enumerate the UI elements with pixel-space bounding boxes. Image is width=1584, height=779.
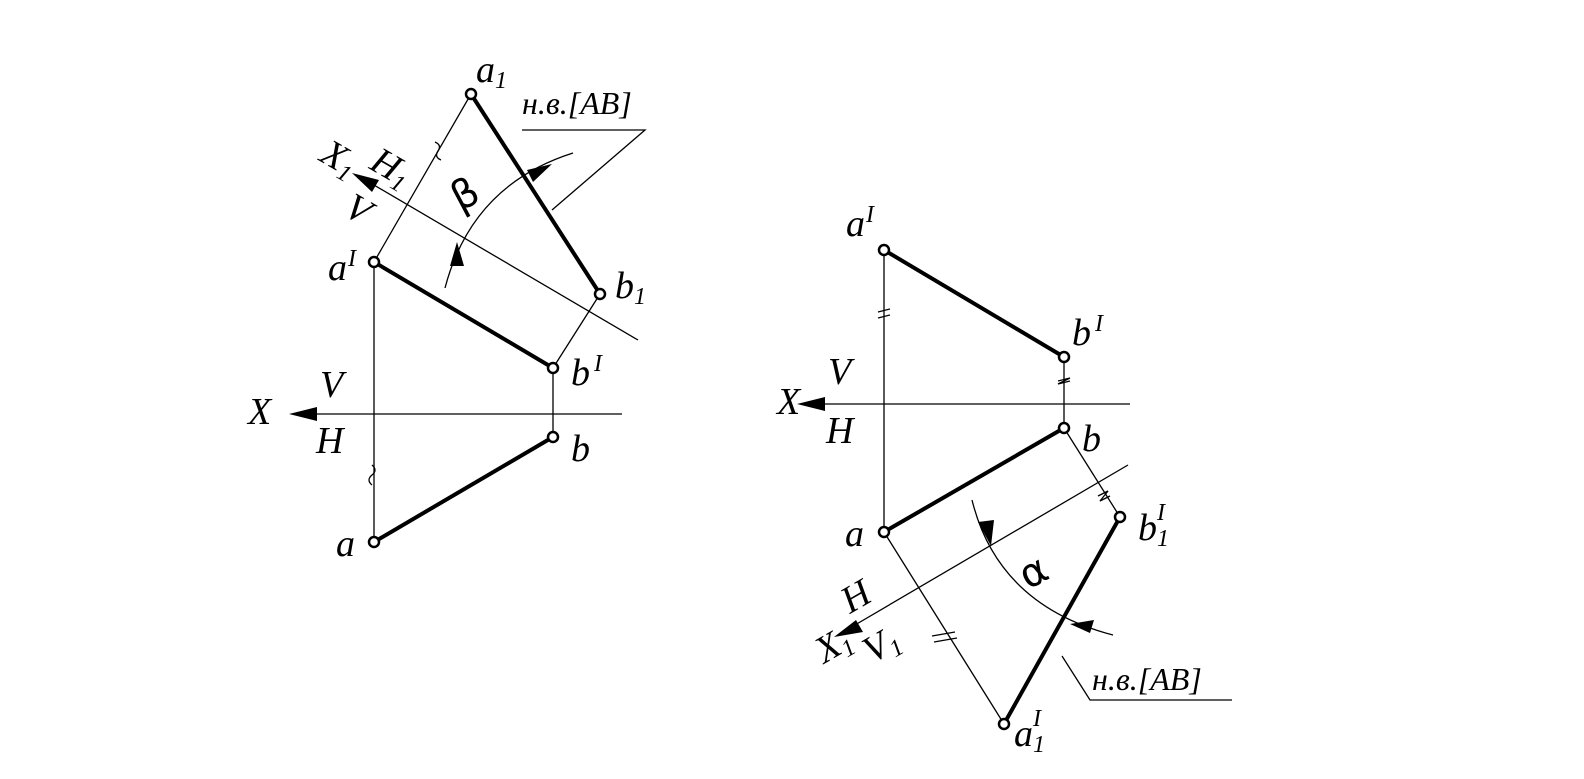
right-tick-b2: [933, 637, 958, 643]
left-x-axis-arrow: [289, 407, 317, 421]
left-beta-arrow-upper: [527, 164, 552, 182]
right-tick-b1: [931, 631, 956, 637]
left-label-v-upper: V: [338, 185, 382, 235]
left-label-a1: a1: [476, 49, 507, 94]
right-link-b-b1: [1063, 427, 1121, 518]
left-point-b1: [593, 287, 607, 301]
right-label-alpha: α: [1011, 546, 1056, 599]
right-label-a-prime: aI: [846, 202, 875, 245]
right-point-a: [877, 525, 891, 539]
left-true-length-segment: [469, 92, 602, 296]
svg-text:β: β: [443, 168, 487, 221]
left-label-a-prime: aI: [328, 246, 357, 289]
svg-text:V: V: [338, 185, 382, 235]
left-x1-axis: [361, 177, 639, 341]
left-top-projection-segment: [372, 435, 555, 544]
right-true-length-leader: [1061, 655, 1232, 701]
right-label-v1: V1: [856, 618, 909, 675]
right-x1-axis: [842, 464, 1129, 633]
left-label-b: b: [571, 428, 590, 470]
right-point-b1: [1113, 510, 1127, 524]
right-true-length-label: н.в.[AB]: [1092, 661, 1202, 697]
right-point-a1: [997, 717, 1011, 731]
left-label-h: H: [315, 420, 346, 462]
right-zigzag-upper: [1057, 377, 1071, 385]
left-label-x1: X1: [310, 130, 365, 188]
left-point-b: [546, 430, 560, 444]
right-point-b-prime: [1057, 350, 1071, 364]
right-link-a-a1: [883, 531, 1005, 725]
left-beta-arrow-lower: [450, 242, 464, 266]
left-point-a1: [464, 87, 478, 101]
left-true-length-label: н.в.[AB]: [522, 85, 632, 121]
left-x1-axis-arrow: [352, 173, 379, 192]
svg-text:X1: X1: [310, 130, 365, 188]
left-front-projection-segment: [372, 260, 555, 370]
left-label-b1: b1: [615, 265, 646, 310]
left-point-a: [367, 535, 381, 549]
right-zigzag-lower: [1097, 490, 1111, 502]
right-label-a1: a1I: [1014, 706, 1045, 758]
right-front-projection-segment: [882, 248, 1066, 359]
right-top-projection-segment: [882, 426, 1066, 534]
right-label-h: H: [825, 410, 856, 452]
right-alpha-arrow-upper: [978, 520, 994, 546]
right-label-v: V: [828, 351, 855, 393]
right-tick-a2: [877, 314, 891, 319]
right-x-axis-arrow: [797, 397, 825, 411]
svg-text:V1: V1: [856, 618, 909, 675]
left-distance-mark-upper: [434, 141, 442, 161]
left-label-x: X: [246, 391, 273, 433]
right-x1-axis-arrow: [834, 620, 863, 637]
right-label-b1: b1I: [1138, 500, 1169, 552]
left-distance-mark-lower: [368, 464, 376, 486]
left-point-a-prime: [367, 255, 381, 269]
left-label-beta: β: [443, 168, 487, 221]
right-label-a: a: [845, 513, 864, 555]
right-alpha-arrow-lower: [1070, 620, 1094, 633]
left-true-length-leader: [522, 129, 647, 211]
svg-text:α: α: [1011, 546, 1056, 599]
right-label-b: b: [1082, 418, 1101, 460]
left-point-b-prime: [546, 361, 560, 375]
left-link-bprime-b1: [552, 293, 601, 369]
right-tick-a1: [877, 308, 891, 313]
right-point-b: [1057, 421, 1071, 435]
left-link-aprime-a1: [373, 93, 472, 263]
left-label-a: a: [336, 523, 355, 565]
right-point-a-prime: [877, 243, 891, 257]
right-true-length-segment: [1002, 515, 1122, 726]
right-label-x: X: [775, 381, 802, 423]
left-label-v: V: [320, 364, 347, 406]
